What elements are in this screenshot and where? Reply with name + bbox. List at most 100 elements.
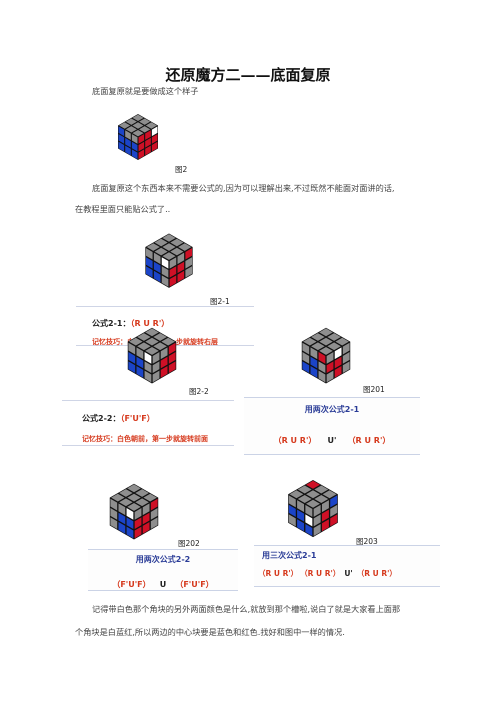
cube-left-sticker: [126, 517, 134, 530]
caption-203-heading: 用三次公式2-1: [262, 551, 317, 560]
caption-201-mid: U': [327, 436, 337, 445]
cube-top-sticker: [146, 243, 160, 251]
cube-left-sticker: [125, 137, 131, 148]
cube-top-sticker: [145, 122, 157, 129]
cube-figure-201: [301, 327, 351, 384]
caption-202-mid: U: [159, 580, 167, 589]
cube-right-sticker: [138, 134, 145, 144]
caption-202-box: 用两次公式2-2 （F'U'F） U （F'U'F）: [88, 549, 238, 591]
cube-top-sticker: [314, 485, 329, 494]
cube-figure-2-1: [145, 233, 193, 288]
cube-figure-203: [288, 479, 338, 538]
cube-top-sticker: [319, 328, 333, 337]
cube-right-sticker: [313, 504, 321, 517]
cube-top-sticker: [125, 126, 137, 133]
cube-right-sticker: [152, 370, 160, 383]
cube-left-sticker: [128, 361, 136, 374]
cube-left-sticker: [125, 130, 131, 140]
cube-left-sticker: [302, 352, 310, 364]
cube-left-sticker: [131, 134, 138, 144]
cube-left-sticker: [118, 134, 125, 144]
cube-left-sticker: [145, 257, 153, 269]
cube-top-sticker: [311, 342, 325, 351]
cube-left-sticker: [318, 370, 326, 383]
caption-202-part2: （F'U'F）: [175, 580, 214, 589]
caption-202-part1: （F'U'F）: [112, 580, 151, 589]
cube-right-sticker: [169, 257, 177, 269]
formula-2-2-tip: 记忆技巧：白色朝前，第一步就旋转前面: [82, 435, 208, 443]
cube-right-sticker: [145, 130, 151, 140]
cube-left-sticker: [161, 275, 169, 287]
cube-top-sticker: [145, 328, 159, 337]
cube-left-sticker: [136, 347, 144, 360]
figure-label-201: 图201: [362, 384, 386, 395]
formula-2-2-box: 公式2-2：（F'U'F） 记忆技巧：白色朝前，第一步就旋转前面: [62, 400, 234, 446]
cube-right-sticker: [160, 356, 168, 369]
cube-right-sticker: [185, 257, 193, 269]
cube-right-sticker: [177, 252, 185, 265]
cube-right-sticker: [326, 361, 334, 374]
cube-right-sticker: [138, 141, 145, 152]
cube-top-sticker: [322, 490, 337, 499]
figure-label-2: 图2: [174, 164, 189, 175]
caption-201-box: 用两次公式2-1 （R U R'） U' （R U R'）: [244, 397, 420, 455]
cube-right-sticker: [169, 275, 177, 287]
cube-top-sticker: [297, 485, 312, 494]
cube-top-sticker: [306, 480, 320, 489]
cube-right-sticker: [334, 365, 342, 378]
page-title: 还原魔方二——底面复原: [165, 66, 331, 84]
cube-left-sticker: [144, 361, 152, 374]
cube-top-sticker: [127, 484, 141, 493]
cube-right-sticker: [334, 356, 342, 369]
cube-right-sticker: [150, 517, 158, 530]
cube-top-sticker: [162, 243, 176, 251]
cube-left-sticker: [161, 257, 169, 269]
cube-left-sticker: [145, 266, 153, 278]
cube-right-sticker: [313, 523, 321, 536]
cube-left-sticker: [153, 270, 161, 283]
cube-left-sticker: [310, 347, 318, 360]
paragraph2-line1: 记得带白色那个角块的另外两面颜色是什么,就放到那个槽啦,说白了就是大家看上面那: [92, 604, 401, 614]
cube-figure-2-2: [127, 327, 177, 384]
formula-2-2-formula: （F'U'F）: [120, 414, 155, 423]
cube-left-sticker: [110, 517, 118, 530]
figure-label-2-1: 图2-1: [209, 296, 231, 307]
cube-top-sticker: [319, 347, 333, 355]
cube-left-sticker: [161, 266, 169, 278]
cube-right-sticker: [342, 361, 350, 374]
cube-left-sticker: [153, 252, 161, 265]
cube-right-sticker: [134, 517, 142, 530]
intro-text: 底面复原就是要做成这个样子: [92, 86, 199, 96]
cube-top-sticker: [314, 494, 329, 503]
figure-label-203: 图203: [355, 536, 379, 547]
cube-top-sticker: [132, 129, 144, 137]
cube-top-sticker: [125, 118, 137, 125]
cube-top-sticker: [139, 118, 151, 125]
cube-right-sticker: [168, 342, 176, 355]
cube-top-sticker: [139, 126, 151, 133]
figure-label-202: 图202: [177, 538, 201, 549]
cube-right-sticker: [342, 352, 350, 364]
cube-left-sticker: [305, 523, 313, 536]
cube-right-sticker: [169, 266, 177, 278]
cube-right-sticker: [152, 352, 160, 364]
cube-top-sticker: [289, 490, 304, 499]
cube-top-sticker: [170, 238, 184, 247]
cube-right-sticker: [160, 365, 168, 378]
cube-top-sticker: [297, 494, 312, 503]
cube-left-sticker: [126, 526, 134, 539]
caption-203-box: 用三次公式2-1 （R U R'） （R U R'） U' （R U R'）: [254, 545, 440, 587]
cube-right-sticker: [142, 521, 150, 534]
cube-left-sticker: [302, 342, 310, 355]
cube-left-sticker: [118, 141, 125, 152]
cube-top-sticker: [132, 114, 144, 122]
cube-left-sticker: [128, 352, 136, 364]
formula-2-2-label: 公式2-2：: [82, 414, 121, 423]
caption-201-part1: （R U R'）: [273, 436, 317, 445]
cube-top-sticker: [306, 499, 320, 508]
cube-top-sticker: [327, 333, 341, 341]
cube-left-sticker: [318, 361, 326, 374]
cube-left-sticker: [128, 342, 136, 355]
formula-2-1-formula: （R U R'）: [130, 319, 170, 328]
cube-left-sticker: [310, 365, 318, 378]
